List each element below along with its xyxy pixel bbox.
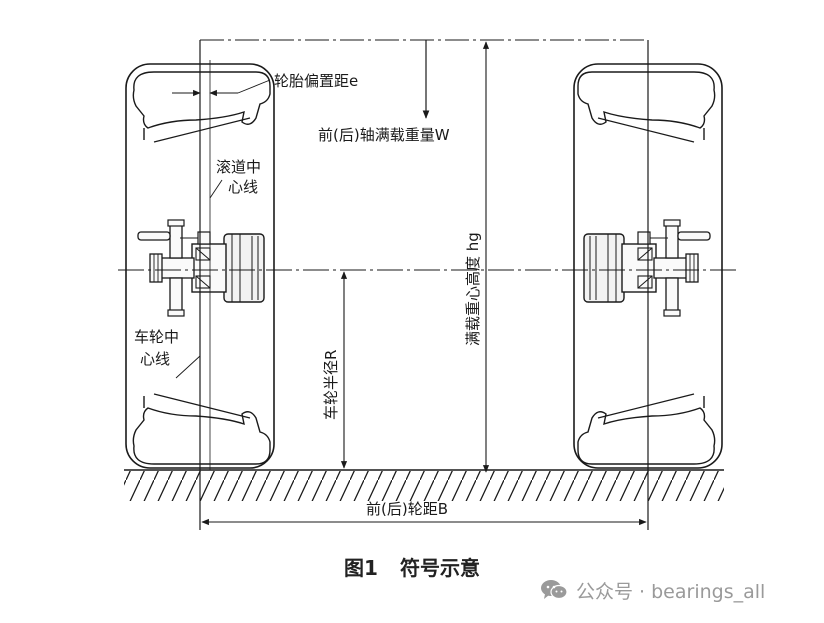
- figure-title: 符号示意: [399, 556, 480, 580]
- wechat-icon: [541, 580, 568, 600]
- ground-hatching: [124, 471, 724, 501]
- wheel-center-line-label: 车轮中: [134, 328, 179, 346]
- wheel-radius-label: 车轮半径R: [322, 350, 340, 420]
- watermark-text: 公众号 · bearings_all: [576, 580, 766, 603]
- figure-caption: 图1 符号示意: [0, 552, 824, 581]
- track-center-line-label-2: 心线: [228, 178, 258, 196]
- wheel-center-line-label-2: 心线: [140, 350, 170, 368]
- watermark: 公众号 · bearings_all: [540, 577, 765, 603]
- track-center-line-label: 滚道中: [216, 158, 261, 176]
- wheel-axle-diagram: 轮胎偏置距e 前(后)轴满载重量W 滚道中 心线 车轮中 心线 满载重心高度 h…: [118, 39, 736, 530]
- cg-height-label: 满载重心高度 hg: [464, 232, 482, 346]
- tire-offset-label: 轮胎偏置距e: [274, 72, 358, 90]
- figure-number: 图1: [344, 556, 378, 580]
- axle-load-label: 前(后)轴满载重量W: [318, 126, 450, 144]
- track-width-label: 前(后)轮距B: [366, 500, 448, 518]
